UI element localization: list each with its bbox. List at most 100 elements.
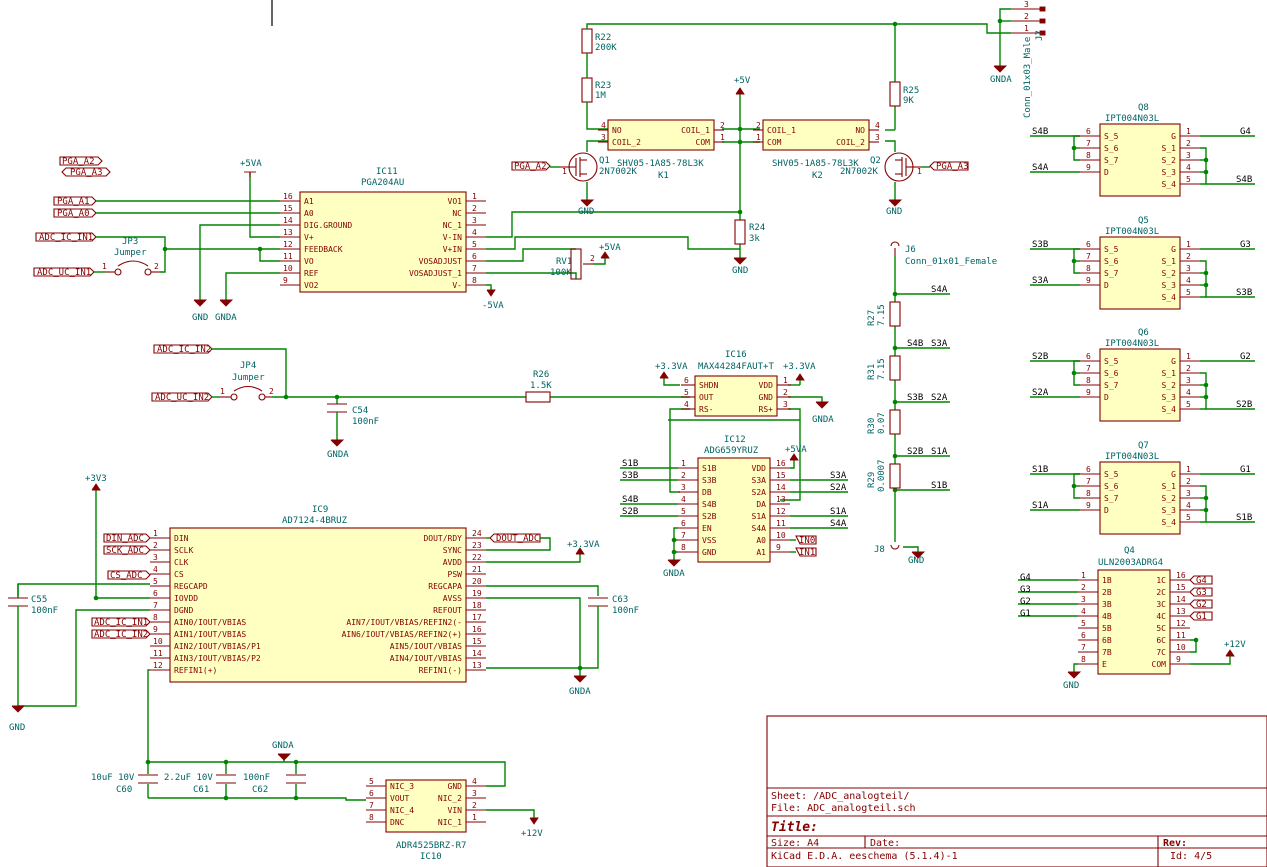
svg-text:+5V: +5V <box>734 76 751 86</box>
capacitor-c63[interactable]: C63 100nF <box>588 595 639 616</box>
q8-value: IPT004N03L <box>1105 114 1159 124</box>
pin-name: VO <box>304 257 314 266</box>
resistor-r29[interactable]: R29 0.0007 <box>867 459 901 492</box>
svg-text:2: 2 <box>269 387 274 396</box>
connector-j8[interactable]: J8 <box>874 544 900 555</box>
svg-text:S3B: S3B <box>622 471 638 481</box>
resistor-r22[interactable]: R22 200K <box>581 28 617 54</box>
svg-text:6: 6 <box>1086 352 1091 361</box>
svg-text:9: 9 <box>1086 501 1091 510</box>
resistor-r31[interactable]: R31 7.15 <box>867 355 901 381</box>
pin-name: S2A <box>752 488 767 497</box>
ic16-max44284[interactable]: IC16 MAX44284FAUT+T SHDN6OUT5RS-4VDD1GND… <box>681 350 791 417</box>
svg-text:4: 4 <box>1186 388 1191 397</box>
svg-text:S_5: S_5 <box>1104 132 1119 141</box>
pin-number: 5 <box>1081 619 1086 628</box>
svg-text:S_2: S_2 <box>1162 381 1177 390</box>
pin-number: 12 <box>153 661 163 670</box>
pin-number: 12 <box>283 240 293 249</box>
pin-number: 3 <box>1081 595 1086 604</box>
pin-name: VSS <box>702 536 717 545</box>
resistor-r23[interactable]: R23 1M <box>581 77 611 103</box>
svg-text:5: 5 <box>1186 513 1191 522</box>
mosfet-q8[interactable]: Q8IPT004N03LS_56S_67S_78D9G1S_12S_23S_34… <box>1030 103 1255 197</box>
jp3-jumper[interactable]: JP3 Jumper 1 2 <box>102 237 160 276</box>
pin-name: REFIN1(-) <box>419 666 462 675</box>
ic12-adg659[interactable]: IC12 ADG659YRUZ S1B1S3B2DB3S4B4S2B5EN6VS… <box>678 435 790 563</box>
pwr-relay: +5V GND GND GND GNDA <box>578 65 1012 276</box>
svg-text:S_1: S_1 <box>1162 257 1177 266</box>
ic10-adr4525[interactable]: ADR4525BRZ-R7 IC10 NIC_35VOUT6NIC_47DNC8… <box>366 777 486 862</box>
svg-text:S_6: S_6 <box>1104 482 1119 491</box>
mosfet-q1[interactable]: Q1 2N7002K 1 PGA_A2 <box>511 152 638 182</box>
jp4-jumper[interactable]: JP4 Jumper 1 2 <box>220 361 274 401</box>
pin-name: A0 <box>756 536 766 545</box>
mosfet-q6[interactable]: Q6IPT004N03LS_56S_67S_78D9G1S_12S_23S_34… <box>1030 328 1255 422</box>
capacitor-c60[interactable]: 10uF 10V C60 <box>91 773 158 795</box>
pin-number: 16 <box>283 192 293 201</box>
pin-name: 6C <box>1156 636 1166 645</box>
capacitor-c54[interactable]: C54 100nF <box>327 403 379 427</box>
global-labels-pga: PGA_A2 PGA_A3 PGA_A1 PGA_A0 ADC_IC_IN1 A… <box>33 156 111 278</box>
mosfet-array: Q8IPT004N03LS_56S_67S_78D9G1S_12S_23S_34… <box>1030 103 1255 535</box>
svg-text:1: 1 <box>1186 127 1191 136</box>
connector-j7[interactable]: 3 2 1 J7 Conn_01x03_Male <box>1011 0 1046 118</box>
pin-number: 3 <box>875 133 880 142</box>
svg-text:G4: G4 <box>1020 573 1031 583</box>
pin-name: V- <box>452 281 462 290</box>
svg-text:S1B: S1B <box>622 459 638 469</box>
pin-name: DGND <box>174 606 193 615</box>
svg-text:2: 2 <box>1186 477 1191 486</box>
ic11-value: PGA204AU <box>361 178 404 188</box>
pin-name: NC_1 <box>443 221 462 230</box>
mosfet-q7[interactable]: Q7IPT004N03LS_56S_67S_78D9G1S_12S_23S_34… <box>1030 441 1255 535</box>
label-adc-uc-in2: ADC_UC_IN2 <box>155 393 209 403</box>
c54-value: 100nF <box>352 417 379 427</box>
capacitor-c55[interactable]: C55 100nF <box>8 595 58 616</box>
q4-uln2003[interactable]: Q4 ULN2003ADRG4 1B12B23B34B45B56B67B7E81… <box>1078 546 1190 675</box>
pin-name: A0 <box>304 209 314 218</box>
pin-number: 11 <box>1176 631 1186 640</box>
pin-number: 16 <box>472 625 482 634</box>
pin-name: DIN <box>174 534 189 543</box>
svg-text:8: 8 <box>1086 151 1091 160</box>
capacitor-c61[interactable]: 2.2uF 10V C61 <box>164 773 236 795</box>
q2-ref: Q2 <box>870 156 881 166</box>
pin-number: 9 <box>1176 655 1181 664</box>
ic11-pga204au[interactable]: IC11 PGA204AU A116A015DIG.GROUND14V+13FE… <box>280 167 486 293</box>
resistor-r25[interactable]: R25 9K <box>889 81 919 107</box>
resistor-r30[interactable]: R30 0.07 <box>867 409 901 435</box>
r31-value: 7.15 <box>877 358 887 380</box>
c60-ref: C60 <box>116 785 132 795</box>
resistor-r27[interactable]: R27 7.15 <box>867 301 901 327</box>
label-adc-uc-in1: ADC_UC_IN1 <box>37 268 91 278</box>
connector-j6[interactable]: J6 Conn_01x01_Female <box>890 241 997 267</box>
jp3-value: Jumper <box>114 248 147 258</box>
pin-number: 8 <box>369 813 374 822</box>
pin-number: 21 <box>472 565 482 574</box>
svg-text:S_6: S_6 <box>1104 257 1119 266</box>
mosfet-q5[interactable]: Q5IPT004N03LS_56S_67S_78D9G1S_12S_23S_34… <box>1030 216 1255 310</box>
label-in0: IN0 <box>799 536 815 546</box>
pin-name: RS- <box>699 405 713 414</box>
capacitor-c62[interactable]: 100nF C62 <box>243 773 306 795</box>
svg-text:GNDA: GNDA <box>812 415 834 425</box>
r23-value: 1M <box>595 91 606 101</box>
svg-text:2: 2 <box>1186 364 1191 373</box>
pin-number: 13 <box>283 228 293 237</box>
pin-number: 2 <box>756 121 761 130</box>
tb-rev: Rev: <box>1163 838 1187 849</box>
r25-value: 9K <box>903 96 914 106</box>
resistor-r26[interactable]: R26 1.5K <box>525 370 552 403</box>
pin-number: 2 <box>153 541 158 550</box>
svg-text:4: 4 <box>1186 276 1191 285</box>
svg-text:S3A: S3A <box>931 339 948 349</box>
mosfet-q2[interactable]: Q2 2N7002K 1 PGA_A3 <box>840 152 969 182</box>
rv1-potentiometer[interactable]: RV1 100K 2 <box>550 248 606 280</box>
ic9-ad7124[interactable]: IC9 AD7124-4BRUZ DIN1SCLK2CLK3CS4REGCAPD… <box>150 505 486 683</box>
pin-name: DB <box>702 488 712 497</box>
pin-name: DOUT/RDY <box>423 534 462 543</box>
resistor-r24[interactable]: R24 3k <box>734 219 765 245</box>
